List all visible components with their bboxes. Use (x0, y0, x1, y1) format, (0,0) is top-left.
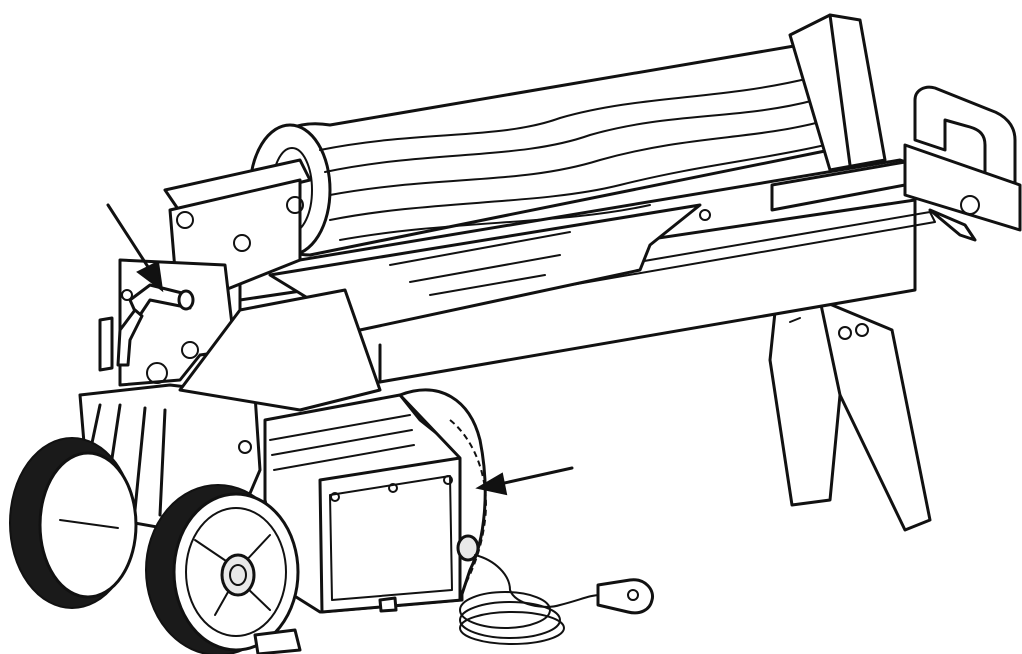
arrow-valve-lever (106, 203, 164, 293)
front-wheel (145, 484, 302, 654)
carry-handle (903, 85, 1022, 242)
rear-stand-leg (768, 298, 932, 532)
electric-motor (263, 393, 472, 614)
power-cord (456, 534, 655, 645)
power-plug (596, 578, 655, 615)
wedge (788, 13, 887, 172)
valve-lever (116, 283, 195, 367)
arrow-motor-fan (475, 466, 574, 496)
rear-wheel (9, 437, 138, 609)
